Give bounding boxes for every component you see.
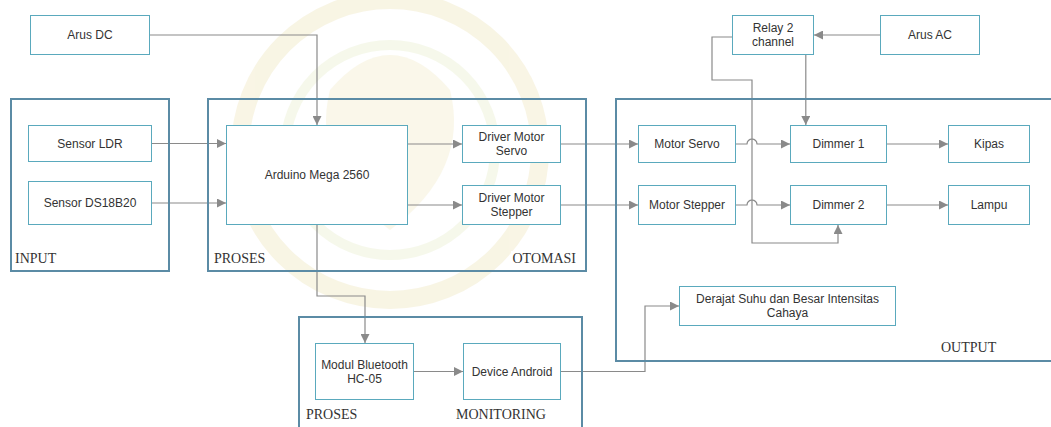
box-label: Motor Stepper [649, 198, 725, 212]
process-box: Motor Servo [638, 125, 736, 163]
box-label: Dimmer 1 [812, 137, 864, 151]
flow-arrow [736, 200, 790, 205]
process-box: Dimmer 1 [790, 125, 887, 163]
flow-arrow [152, 202, 226, 203]
process-box: Arus AC [880, 15, 980, 55]
process-box: Arus DC [30, 15, 150, 55]
box-label: Device Android [472, 365, 553, 379]
process-box: Kipas [948, 125, 1030, 163]
process-box: Sensor LDR [28, 125, 152, 162]
flow-arrow [736, 139, 790, 144]
group-label: PROSES [305, 407, 358, 423]
box-label: Arduino Mega 2560 [265, 168, 370, 182]
process-box: Driver Motor Stepper [462, 185, 561, 225]
box-label: Kipas [974, 137, 1004, 151]
process-box: Device Android [463, 343, 561, 400]
flow-arrow [414, 371, 463, 372]
group-panel: PROSES MONITORING Modul Bluetooth HC-05 Dev… [298, 316, 583, 427]
group-label: PROSES [213, 251, 266, 267]
box-label: Lampu [971, 198, 1008, 212]
group-panel: INPUT Sensor LDR Sensor DS18B20 [10, 98, 170, 272]
process-box: Lampu [948, 185, 1030, 225]
flow-arrow [408, 143, 462, 144]
group-panel: PROSESOTOMASIArduino Mega 2560Driver Mot… [207, 98, 587, 272]
box-label: Sensor DS18B20 [44, 196, 137, 210]
connector-group [150, 35, 948, 372]
flow-arrow [805, 55, 806, 125]
flow-arrow [317, 225, 365, 343]
process-box: Derajat Suhu dan Besar Intensitas Cahaya [679, 286, 896, 326]
group-label: OTOMASI [511, 251, 577, 267]
group-label: OUTPUT [940, 340, 997, 356]
process-box: Relay 2 channel [732, 15, 814, 55]
process-box: Driver Motor Servo [462, 125, 561, 163]
box-label: Arus AC [908, 28, 952, 42]
process-box: Modul Bluetooth HC-05 [315, 343, 414, 400]
flow-arrow [150, 35, 317, 125]
group-panel: OUTPUT Motor ServoMotor Stepper Dimmer 1 Di… [615, 98, 1051, 362]
process-box: Arduino Mega 2560 [226, 125, 408, 225]
box-label: Dimmer 2 [812, 198, 864, 212]
box-label: Modul Bluetooth HC-05 [321, 358, 408, 386]
flow-arrow [408, 204, 462, 205]
box-label: Relay 2 channel [738, 21, 808, 49]
flow-arrow [561, 143, 638, 144]
group-label: MONITORING [455, 407, 547, 423]
box-label: Motor Servo [654, 137, 719, 151]
group-label: INPUT [14, 251, 57, 267]
flow-arrow [887, 204, 948, 205]
box-label: Driver Motor Stepper [468, 191, 555, 219]
process-box: Motor Stepper [638, 185, 736, 225]
flow-arrow [887, 143, 948, 144]
flow-arrow [814, 34, 880, 35]
process-box: Sensor DS18B20 [28, 181, 152, 225]
box-label: Driver Motor Servo [468, 130, 555, 158]
process-box: Dimmer 2 [790, 185, 887, 225]
flow-arrow [152, 143, 226, 144]
flow-arrow [561, 204, 638, 205]
box-label: Arus DC [67, 28, 112, 42]
box-label: Sensor LDR [57, 137, 122, 151]
box-label: Derajat Suhu dan Besar Intensitas Cahaya [685, 292, 890, 320]
